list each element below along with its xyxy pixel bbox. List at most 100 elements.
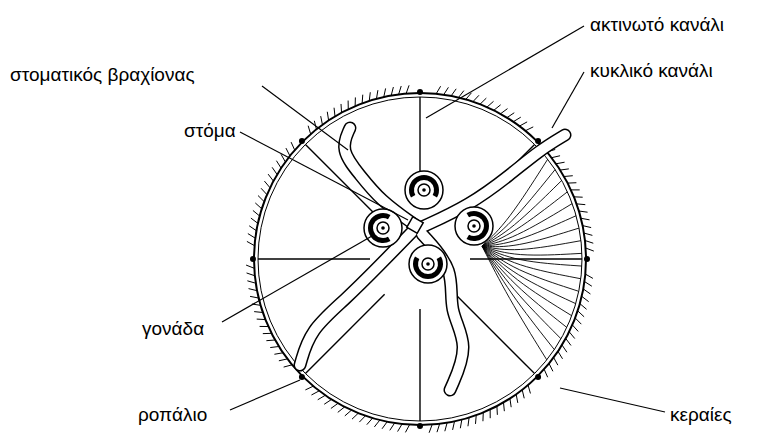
gonad bbox=[409, 245, 447, 283]
branched-canal bbox=[482, 246, 561, 339]
tentacle bbox=[584, 282, 591, 287]
gonad bbox=[455, 207, 493, 245]
tentacle bbox=[246, 265, 254, 268]
tentacle bbox=[451, 89, 456, 96]
tentacle bbox=[331, 403, 338, 408]
rhopalium bbox=[584, 256, 590, 262]
leader-line bbox=[230, 380, 300, 410]
tentacle bbox=[564, 175, 573, 177]
branched-canal bbox=[482, 246, 547, 360]
tentacle bbox=[263, 333, 272, 334]
tentacle bbox=[544, 369, 548, 377]
tentacle bbox=[253, 210, 260, 216]
radial-canal bbox=[419, 309, 420, 421]
gonad-band bbox=[467, 211, 490, 241]
tentacle bbox=[480, 98, 486, 104]
tentacle bbox=[473, 95, 479, 101]
tentacle bbox=[429, 425, 432, 433]
branched-canal bbox=[482, 192, 567, 246]
tentacle bbox=[490, 409, 491, 418]
gonad-band bbox=[409, 175, 439, 198]
branched-canal bbox=[482, 246, 554, 350]
leader-lines bbox=[222, 26, 665, 412]
tentacle bbox=[507, 113, 514, 118]
tentacle bbox=[311, 391, 319, 395]
tentacle bbox=[348, 101, 349, 110]
tentacle bbox=[528, 385, 530, 393]
tentacle bbox=[566, 338, 571, 345]
tentacle bbox=[513, 117, 520, 122]
leader-line bbox=[262, 86, 348, 150]
tentacle bbox=[324, 399, 331, 404]
gonad-band bbox=[368, 213, 391, 243]
tentacle bbox=[352, 413, 358, 419]
tentacle bbox=[405, 425, 409, 433]
leader-line bbox=[426, 26, 584, 118]
tentacle bbox=[510, 399, 511, 408]
tentacle bbox=[261, 188, 267, 194]
part-label: κεραίες bbox=[668, 404, 734, 426]
leader-line bbox=[552, 72, 584, 128]
gonad-band bbox=[413, 257, 443, 280]
tentacle bbox=[556, 162, 565, 164]
gonad bbox=[364, 209, 402, 247]
rhopalium bbox=[417, 89, 423, 95]
branched-canal bbox=[482, 246, 579, 291]
branched-canal bbox=[482, 204, 572, 246]
tentacle bbox=[525, 127, 533, 131]
tentacle bbox=[575, 318, 581, 324]
tentacle bbox=[334, 108, 336, 117]
tentacle bbox=[578, 311, 584, 317]
tentacle bbox=[249, 226, 256, 231]
tentacle bbox=[341, 104, 343, 113]
branched-canal bbox=[482, 246, 582, 266]
tentacle bbox=[272, 167, 277, 174]
tentacle bbox=[247, 273, 255, 276]
part-label: γονάδα bbox=[140, 318, 206, 340]
tentacle bbox=[582, 296, 589, 301]
oral-arm bbox=[300, 232, 412, 365]
tentacle bbox=[276, 161, 281, 168]
branched-canal bbox=[482, 246, 572, 316]
tentacle bbox=[270, 346, 279, 347]
branched-canal bbox=[482, 246, 582, 255]
part-label: στόμα bbox=[182, 120, 238, 142]
branched-canal bbox=[482, 246, 576, 304]
tentacle bbox=[318, 395, 326, 399]
tentacle bbox=[568, 182, 577, 183]
circular-canal bbox=[258, 97, 582, 421]
mouth bbox=[407, 217, 423, 233]
tentacle bbox=[274, 353, 283, 354]
tentacle bbox=[549, 363, 553, 371]
tentacle bbox=[266, 339, 275, 341]
tentacle bbox=[305, 386, 313, 390]
tentacle bbox=[367, 418, 373, 425]
tentacle bbox=[279, 359, 288, 361]
tentacle bbox=[585, 274, 593, 278]
tentacle bbox=[494, 105, 501, 111]
tentacle bbox=[406, 85, 409, 93]
tentacle bbox=[382, 422, 387, 429]
gonad-dot bbox=[381, 226, 385, 230]
tentacle bbox=[503, 402, 505, 411]
tentacle bbox=[327, 112, 328, 121]
tentacle bbox=[560, 169, 569, 170]
tentacle bbox=[321, 116, 323, 125]
tentacle bbox=[571, 189, 580, 190]
tentacle bbox=[519, 122, 527, 126]
tentacle bbox=[390, 423, 395, 430]
tentacle bbox=[359, 416, 365, 422]
tentacle bbox=[308, 126, 311, 134]
gonad-core bbox=[377, 222, 389, 234]
tentacle bbox=[500, 109, 507, 114]
tentacle bbox=[444, 87, 449, 94]
bell-rim bbox=[254, 93, 586, 425]
leader-line bbox=[222, 236, 372, 322]
gonad-core bbox=[422, 258, 434, 270]
part-label: ακτινωτό κανάλι bbox=[588, 14, 726, 36]
gonad-dot bbox=[422, 188, 426, 192]
branched-canal bbox=[482, 246, 581, 279]
radial-canal bbox=[258, 258, 370, 259]
tentacle bbox=[284, 365, 292, 367]
tentacle bbox=[291, 142, 295, 150]
